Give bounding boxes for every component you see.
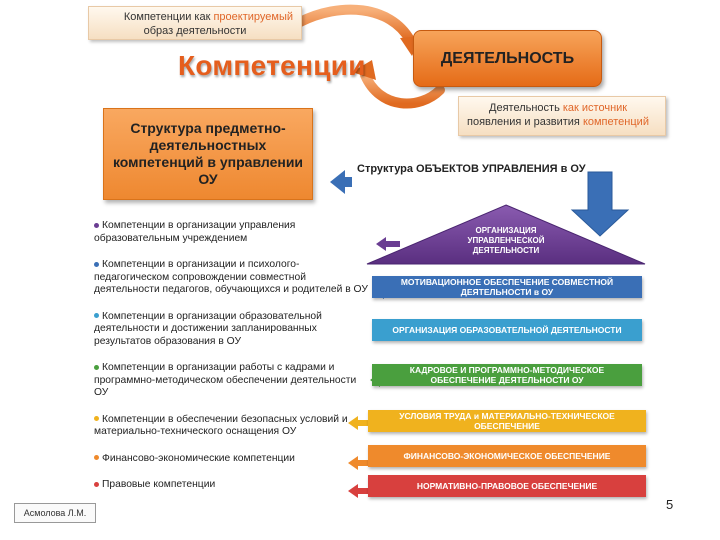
top-note-prefix: Компетенции как (123, 11, 214, 23)
top-note-line1: Компетенции как проектируемый (97, 10, 293, 24)
activity-box: ДЕЯТЕЛЬНОСТЬ (413, 30, 602, 87)
list-item-text: Компетенции в организации образовательно… (94, 310, 322, 347)
top-note-highlight: проектируемый (213, 11, 293, 23)
bullet-icon (94, 481, 99, 487)
list-item-text: Компетенции в обеспечении безопасных усл… (94, 413, 348, 438)
blue-arrow-down (570, 171, 630, 237)
right-note-highlight2: компетенций (582, 116, 649, 128)
competencies-title: Компетенции (178, 50, 366, 81)
structure-box: Структура предметно-деятельностных компе… (103, 108, 313, 200)
right-note: Деятельность как источник появления и ра… (458, 96, 666, 136)
list-item: Финансово-экономические компетенции (94, 453, 369, 466)
connector-arrow (348, 484, 370, 498)
page-number: 5 (666, 497, 674, 512)
list-item: Компетенции в организации образовательно… (94, 311, 369, 349)
right-note-line1: Деятельность как источник (467, 101, 657, 115)
right-note-prefix: Деятельность (489, 102, 563, 114)
bar-motivation: МОТИВАЦИОННОЕ ОБЕСПЕЧЕНИЕ СОВМЕСТНОЙ ДЕЯ… (372, 276, 642, 298)
author-label: Асмолова Л.М. (14, 503, 96, 523)
triangle-label: ОРГАНИЗАЦИЯ УПРАВЛЕНЧЕСКОЙ ДЕЯТЕЛЬНОСТИ (467, 226, 545, 255)
connector-arrow (376, 237, 400, 251)
bar-finance: ФИНАНСОВО-ЭКОНОМИЧЕСКОЕ ОБЕСПЕЧЕНИЕ (368, 445, 646, 467)
list-item-text: Компетенции в организации и психолого-пе… (94, 259, 368, 295)
bullet-icon (94, 416, 99, 422)
management-triangle (366, 204, 646, 265)
bar-legal: НОРМАТИВНО-ПРАВОВОЕ ОБЕСПЕЧЕНИЕ (368, 475, 646, 497)
list-item: Компетенции в обеспечении безопасных усл… (94, 414, 369, 439)
list-item-text: Компетенции в организации управления обр… (94, 220, 296, 244)
bar-staff: КАДРОВОЕ И ПРОГРАММНО-МЕТОДИЧЕСКОЕ ОБЕСП… (372, 364, 642, 386)
bullet-icon (94, 222, 99, 228)
list-item: Компетенции в организации работы с кадра… (94, 362, 369, 400)
list-item: Компетенции в организации управления обр… (94, 220, 369, 245)
list-item: Правовые компетенции (94, 479, 369, 492)
list-item: Компетенции в организации и психолого-пе… (94, 259, 369, 297)
objects-label: Структура ОБЪЕКТОВ УПРАВЛЕНИЯ в ОУ (357, 163, 586, 175)
blue-arrow-left (330, 170, 352, 194)
top-note-line2: образ деятельности (143, 25, 247, 37)
list-item-text: Финансово-экономические компетенции (102, 452, 295, 464)
top-note: Компетенции как проектируемый образ деят… (88, 6, 302, 40)
connector-arrow (348, 416, 370, 430)
connector-arrow (348, 456, 370, 470)
list-item-text: Компетенции в организации работы с кадра… (94, 362, 357, 398)
bullet-icon (94, 261, 99, 267)
list-item-text: Правовые компетенции (102, 479, 216, 490)
bullet-icon (94, 364, 99, 370)
competencies-list: Компетенции в организации управления обр… (94, 220, 369, 506)
right-note-line2: появления и развития компетенций (467, 115, 657, 129)
bar-conditions: УСЛОВИЯ ТРУДА и МАТЕРИАЛЬНО-ТЕХНИЧЕСКОЕ … (368, 410, 646, 432)
right-note-line2-prefix: появления и развития (467, 116, 583, 128)
bullet-icon (94, 313, 99, 319)
cycle-arrow-top (295, 4, 415, 45)
bar-education: ОРГАНИЗАЦИЯ ОБРАЗОВАТЕЛЬНОЙ ДЕЯТЕЛЬНОСТИ (372, 319, 642, 341)
cycle-arrowhead-bottom (352, 60, 376, 80)
cycle-arrow-bottom (360, 70, 445, 109)
right-note-highlight1: как источник (562, 102, 628, 114)
bullet-icon (94, 455, 99, 461)
